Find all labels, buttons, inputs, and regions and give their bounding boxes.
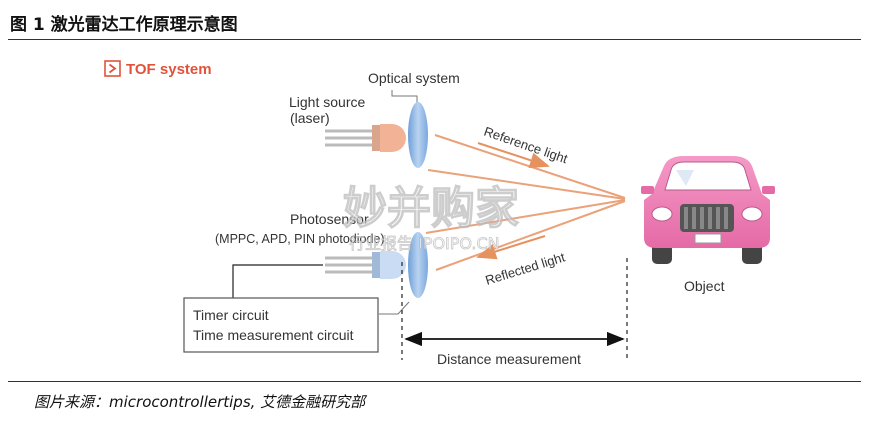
reference-arrow <box>477 142 550 168</box>
chevron-box-icon <box>104 60 121 77</box>
tof-heading-label: TOF system <box>126 61 212 78</box>
chevron-right-icon <box>108 63 117 74</box>
photosensor-sub-label: (MPPC, APD, PIN photodiode) <box>215 232 385 246</box>
reflected-light-label: Reflected light <box>483 249 567 288</box>
top-rule <box>8 39 861 40</box>
car-icon <box>641 156 775 264</box>
outgoing-beams <box>427 134 626 200</box>
time-measurement-label: Time measurement circuit <box>193 327 354 343</box>
lower-lens <box>408 232 428 298</box>
object-label: Object <box>684 278 725 294</box>
light-source-sub-label: (laser) <box>290 110 330 126</box>
watermark-main: 妙并购家 <box>343 183 519 234</box>
reflected-arrow <box>476 235 546 260</box>
lens-leader <box>379 301 410 315</box>
figure-title: 图 1 激光雷达工作原理示意图 <box>10 15 238 35</box>
bottom-rule <box>8 381 861 382</box>
light-source-label: Light source <box>289 94 365 110</box>
watermark: 妙并购家 行业报告 IPOIPO.CN <box>342 182 519 253</box>
tof-heading: TOF system <box>104 60 212 78</box>
upper-lens <box>408 102 428 168</box>
photodiode-icon <box>325 251 406 279</box>
timer-circuit-label: Timer circuit <box>193 307 269 323</box>
distance-measurement-label: Distance measurement <box>437 351 581 367</box>
watermark-sub: 行业报告 IPOIPO.CN <box>349 234 500 253</box>
timer-circuit-box <box>183 297 379 353</box>
returning-beams <box>425 199 626 271</box>
photosensor-label: Photosensor <box>290 211 369 227</box>
laser-led-icon <box>325 124 406 152</box>
optical-system-bracket <box>391 90 418 103</box>
reference-light-label: Reference light <box>482 124 570 167</box>
sensor-wire <box>232 264 323 298</box>
figure-source: 图片来源：microcontrollertips, 艾德金融研究部 <box>34 393 366 411</box>
optical-system-label: Optical system <box>368 70 460 86</box>
